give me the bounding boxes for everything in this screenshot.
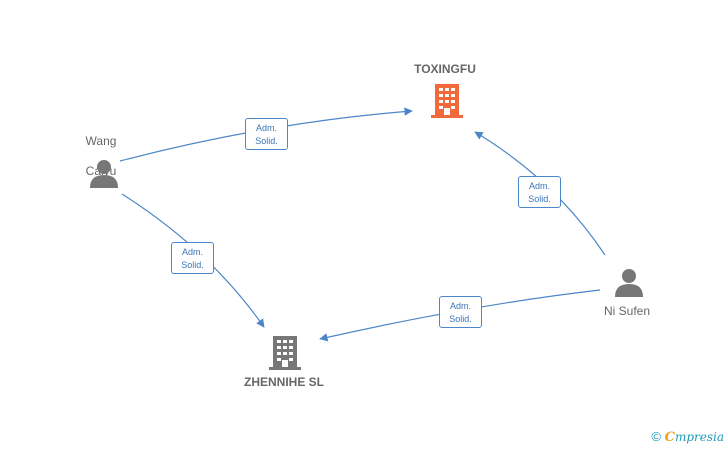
edge-label-wang-zhennihe[interactable]: Adm. Solid. (171, 242, 214, 274)
edge-role-line1: Adm. (528, 181, 550, 191)
company-name-line1: TOXINGFU (414, 62, 476, 76)
edge-role-line1: Adm. (181, 247, 203, 257)
building-icon[interactable] (269, 336, 301, 370)
brand-logo-initial: C (664, 430, 675, 445)
building-icon[interactable] (431, 84, 463, 118)
edge-role-line2: Solid. (449, 314, 472, 324)
copyright-symbol: © (651, 429, 661, 444)
edge-role-line1: Adm. (449, 301, 471, 311)
person-label-ni-sufen[interactable]: Ni Sufen (603, 304, 651, 318)
edge-role-line2: Solid. (255, 136, 278, 146)
person-name-line1: Wang (85, 134, 117, 148)
person-icon[interactable] (89, 158, 119, 188)
edge-role-line2: Solid. (528, 194, 551, 204)
edge-label-ni-toxingfu[interactable]: Adm. Solid. (518, 176, 561, 208)
edge-label-ni-zhennihe[interactable]: Adm. Solid. (439, 296, 482, 328)
edge-role-line1: Adm. (255, 123, 277, 133)
company-label-zhennihe[interactable]: ZHENNIHE SL (243, 375, 324, 389)
person-icon[interactable] (614, 267, 644, 297)
edge-label-wang-toxingfu[interactable]: Adm. Solid. (245, 118, 288, 150)
edge-role-line2: Solid. (181, 260, 204, 270)
brand-footer[interactable]: © Cmpresia (651, 429, 724, 445)
brand-logo-text: mpresia (674, 430, 724, 444)
